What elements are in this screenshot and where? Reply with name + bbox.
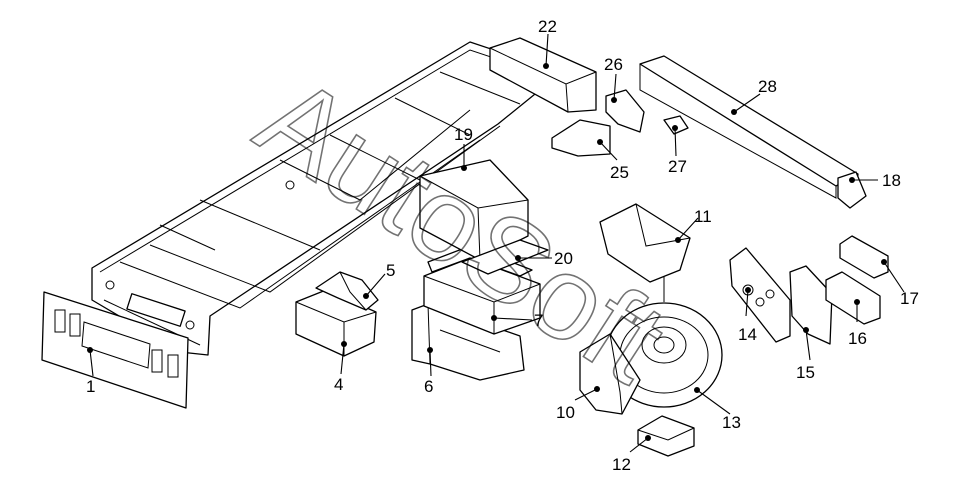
part-16-shim [825,271,881,325]
part-1-gasket [41,291,189,409]
part-18-endcap [837,171,867,209]
callout-22: 22 [538,17,557,36]
callout-27: 27 [668,157,687,176]
part-12-mount [637,415,695,457]
callout-26: 26 [604,55,623,74]
callout-13: 13 [722,413,741,432]
callout-4: 4 [334,375,343,394]
callout-28: 28 [758,77,777,96]
callout-6: 6 [424,377,433,396]
part-27-pad [663,115,689,135]
callout-19: 19 [454,125,473,144]
callout-11: 11 [694,207,712,226]
callout-10: 10 [556,403,575,422]
part-17-pad [839,235,889,279]
part-22-crossmember [489,37,597,113]
callout-14: 14 [738,325,757,344]
chassis-frame [91,41,561,356]
leader-lines [87,33,905,453]
callout-7: 7 [534,311,543,330]
callout-5: 5 [386,261,395,280]
callout-18: 18 [882,171,901,190]
callout-16: 16 [848,329,867,348]
part-4-block [295,289,377,357]
part-5-bracket [315,271,379,311]
part-15-plate [789,265,833,345]
callout-25: 25 [610,163,629,182]
callout-15: 15 [796,363,815,382]
callout-12: 12 [612,455,631,474]
part-25-bracket [551,119,611,157]
callout-1: 1 [86,377,95,396]
callout-17: 17 [900,289,919,308]
part-26-bracket [605,89,645,133]
part-19-crossmember [419,159,549,275]
callout-20: 20 [554,249,573,268]
part-14-plate [729,247,791,343]
part-10-wheel-carrier [579,333,641,415]
callout-labels: 1 4 5 6 7 10 11 12 13 14 15 16 17 18 19 … [86,17,919,474]
